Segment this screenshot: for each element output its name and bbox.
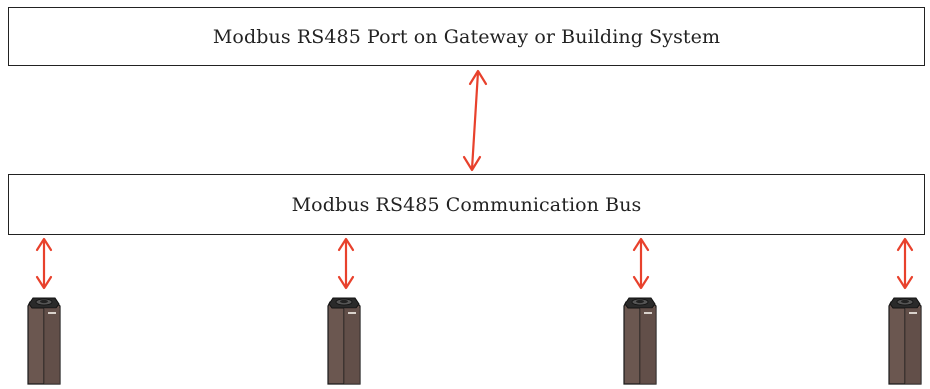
sensor-device-icon bbox=[327, 297, 361, 385]
sensor-device-icon bbox=[27, 297, 61, 385]
communication-bus-label: Modbus RS485 Communication Bus bbox=[291, 193, 642, 216]
gateway-port-box: Modbus RS485 Port on Gateway or Building… bbox=[8, 7, 925, 66]
communication-bus-box: Modbus RS485 Communication Bus bbox=[8, 174, 925, 235]
bus-device-arrow-1 bbox=[35, 237, 53, 290]
bus-device-arrow-3 bbox=[632, 237, 650, 290]
gateway-bus-arrow bbox=[462, 69, 488, 172]
sensor-device-icon bbox=[623, 297, 657, 385]
bus-device-arrow-4 bbox=[896, 237, 914, 290]
bus-device-arrow-2 bbox=[337, 237, 355, 290]
sensor-device-icon bbox=[888, 297, 922, 385]
gateway-port-label: Modbus RS485 Port on Gateway or Building… bbox=[212, 25, 721, 48]
